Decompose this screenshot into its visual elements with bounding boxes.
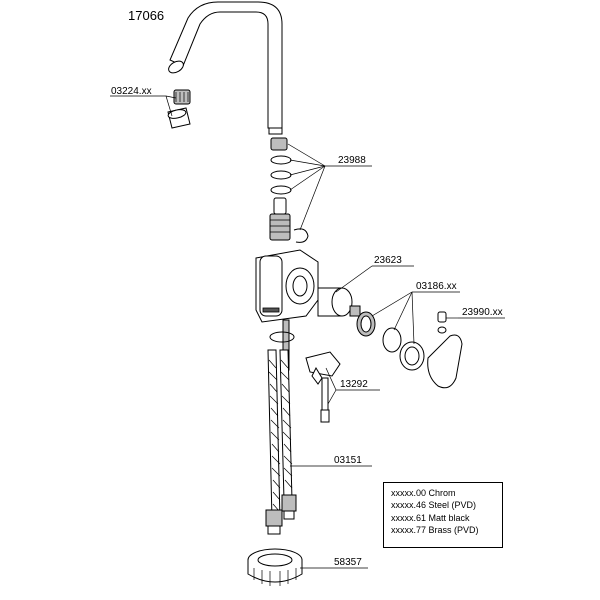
handle-set-drawing — [356, 311, 425, 371]
part-label-base-ring: 58357 — [334, 557, 362, 568]
spout-drawing — [168, 1, 283, 135]
legend-entry: xxxxx.77 Brass (PVD) — [391, 525, 479, 536]
part-label-mounting-set: 13292 — [340, 379, 368, 390]
lever-handle-drawing — [427, 311, 463, 389]
part-label-cartridge: 23623 — [374, 255, 402, 266]
part-label-screw: 23990.xx — [462, 307, 503, 318]
aerator-drawing — [167, 89, 191, 129]
part-label-o-rings: 23988 — [338, 155, 366, 166]
legend-entry: xxxxx.46 Steel (PVD) — [391, 500, 477, 511]
connector-drawing — [269, 137, 309, 243]
body-drawing — [255, 249, 319, 323]
legend-entry: xxxxx.00 Chrom — [391, 488, 456, 498]
hoses-drawing — [265, 349, 297, 535]
legend-entry: xxxxx.61 Matt black — [391, 512, 470, 523]
model-number: 17066 — [128, 8, 164, 23]
leader-lines — [110, 95, 505, 569]
finish-legend: xxxxx.00 Chrom xxxxx.46 Steel (PVD) xxxx… — [383, 482, 503, 548]
mounting-set-drawing — [269, 319, 341, 423]
part-label-handle-set: 03186.xx — [416, 281, 457, 292]
part-label-hoses: 03151 — [334, 455, 362, 466]
part-label-aerator: 03224.xx — [111, 86, 152, 97]
cartridge-drawing — [317, 287, 361, 317]
base-ring-drawing — [247, 548, 303, 586]
